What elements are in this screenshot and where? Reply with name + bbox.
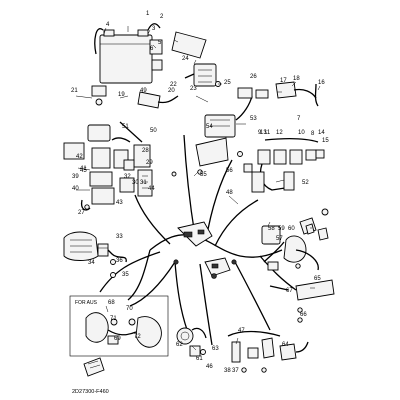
callout-4: 4 bbox=[106, 22, 110, 28]
callout-23: 23 bbox=[190, 86, 197, 92]
callout-29: 29 bbox=[146, 160, 153, 166]
left-connector-cluster bbox=[63, 121, 177, 211]
callout-39: 39 bbox=[72, 174, 79, 180]
callout-31: 31 bbox=[140, 180, 147, 186]
bottom-right-switch-group bbox=[227, 330, 309, 373]
callout-61: 61 bbox=[196, 356, 203, 362]
reflector-group bbox=[269, 279, 335, 323]
callout-8: 8 bbox=[311, 131, 315, 137]
callout-35: 35 bbox=[122, 272, 129, 278]
callout-43: 43 bbox=[116, 200, 123, 206]
relay-ecu-group bbox=[195, 87, 269, 175]
callout-47: 47 bbox=[238, 328, 245, 334]
callout-50: 50 bbox=[150, 128, 157, 134]
callout-62: 62 bbox=[176, 342, 183, 348]
callout-51: 51 bbox=[122, 124, 129, 130]
callout-57: 57 bbox=[276, 236, 283, 242]
callout-16: 16 bbox=[318, 80, 325, 86]
callout-37: 37 bbox=[232, 368, 239, 374]
callout-9: 9 bbox=[258, 130, 262, 136]
callout-72: 72 bbox=[134, 334, 141, 340]
callout-69: 69 bbox=[114, 336, 121, 342]
fuse-group bbox=[243, 81, 325, 193]
callout-17: 17 bbox=[280, 78, 287, 84]
callout-36: 36 bbox=[116, 258, 123, 264]
callout-1: 1 bbox=[146, 11, 150, 17]
aus-label: FOR AUS bbox=[75, 300, 98, 306]
callout-38: 38 bbox=[224, 368, 231, 374]
battery-group bbox=[91, 23, 221, 109]
callout-5: 5 bbox=[158, 40, 162, 46]
callout-48: 48 bbox=[226, 190, 233, 196]
callout-42: 42 bbox=[76, 154, 83, 160]
callout-59: 59 bbox=[278, 226, 285, 232]
callout-24: 24 bbox=[182, 56, 189, 62]
callout-33: 33 bbox=[116, 234, 123, 240]
callout-40: 40 bbox=[72, 186, 79, 192]
callout-71: 71 bbox=[110, 316, 117, 322]
callout-7: 7 bbox=[297, 116, 301, 122]
callout-12: 12 bbox=[276, 130, 283, 136]
callout-14: 14 bbox=[318, 130, 325, 136]
flasher-relay bbox=[83, 357, 105, 377]
callout-32: 32 bbox=[124, 174, 131, 180]
callout-2: 2 bbox=[160, 14, 164, 20]
callout-15: 15 bbox=[322, 138, 329, 144]
callout-63: 63 bbox=[212, 346, 219, 352]
wire-harness bbox=[99, 134, 297, 346]
callout-49: 49 bbox=[140, 88, 147, 94]
callout-70: 70 bbox=[126, 306, 133, 312]
callout-30: 30 bbox=[132, 180, 139, 186]
regulator-group bbox=[63, 231, 127, 278]
callout-46: 46 bbox=[206, 364, 213, 370]
callout-64: 64 bbox=[282, 342, 289, 348]
horn-group bbox=[176, 327, 207, 357]
callout-68: 68 bbox=[108, 300, 115, 306]
callout-6: 6 bbox=[150, 46, 154, 52]
callout-3: 3 bbox=[152, 26, 156, 32]
callout-55: 55 bbox=[200, 172, 207, 178]
callout-65: 65 bbox=[314, 276, 321, 282]
callout-56: 56 bbox=[226, 168, 233, 174]
callout-22: 22 bbox=[170, 82, 177, 88]
callout-19: 19 bbox=[118, 92, 125, 98]
callout-53: 53 bbox=[250, 116, 257, 122]
drawing-code: 2D27300-F460 bbox=[72, 389, 109, 395]
callout-34: 34 bbox=[88, 260, 95, 266]
callout-20: 20 bbox=[168, 88, 175, 94]
callout-26: 26 bbox=[250, 74, 257, 80]
leader-lines bbox=[75, 26, 321, 351]
aus-inset bbox=[69, 295, 169, 357]
callout-10: 10 bbox=[298, 130, 305, 136]
callout-58: 58 bbox=[268, 226, 275, 232]
callout-54: 54 bbox=[206, 124, 213, 130]
callout-25: 25 bbox=[224, 80, 231, 86]
callout-11: 11 bbox=[264, 130, 271, 136]
callout-28: 28 bbox=[142, 148, 149, 154]
right-sensor-group bbox=[261, 208, 329, 271]
callout-44: 44 bbox=[148, 186, 155, 192]
callout-45: 45 bbox=[80, 168, 87, 174]
callout-41: 41 bbox=[80, 166, 87, 172]
callout-52: 52 bbox=[302, 180, 309, 186]
callout-67: 67 bbox=[286, 288, 293, 294]
callout-18: 18 bbox=[293, 76, 300, 82]
callout-60: 60 bbox=[288, 226, 295, 232]
callout-66: 66 bbox=[300, 312, 307, 318]
callout-13: 13 bbox=[260, 130, 267, 136]
callout-21: 21 bbox=[71, 88, 78, 94]
callout-27: 27 bbox=[78, 210, 85, 216]
